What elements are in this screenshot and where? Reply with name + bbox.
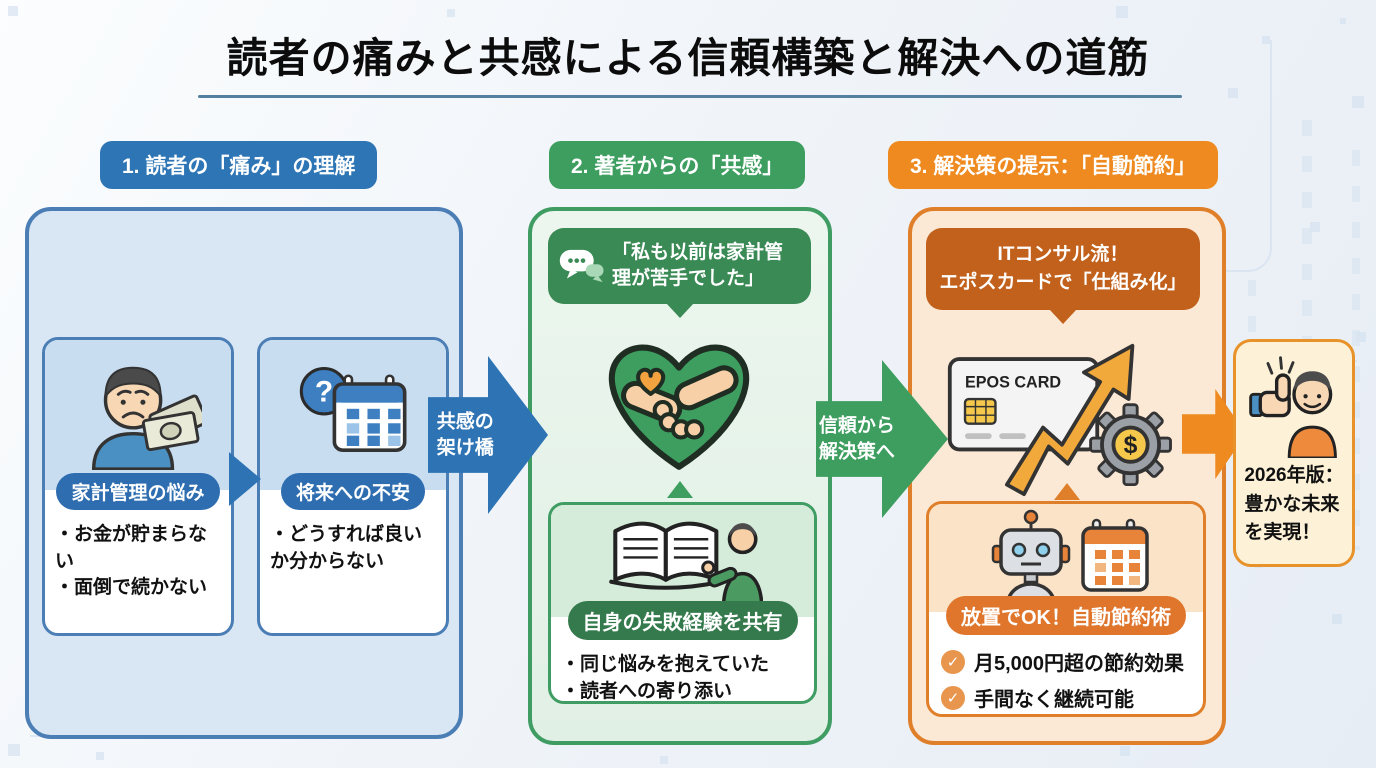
section-header-empathy: 2. 著者からの「共感」 (549, 141, 806, 189)
check-item: 手間なく継続可能 (941, 683, 1195, 712)
bullet-list: ・お金が貯まらない ・面倒で続かない (45, 510, 231, 602)
title-underline (198, 95, 1182, 98)
bullet-item: ・どうすれば良いか分からない (270, 524, 423, 572)
section-header-solution: 3. 解決策の提示：「自動節約」 (888, 141, 1218, 189)
badge-share-failure: 自身の失敗経験を共有 (567, 601, 798, 640)
check-text: 月5,000円超の節約効果 (974, 653, 1185, 675)
author-quote-text: 「私も以前は家計管理が苦手でした」 (612, 242, 784, 289)
panel-pain: 家計管理の悩み ・お金が貯まらない ・面倒で続かない ? (25, 207, 463, 739)
deco-square (8, 6, 18, 16)
bullet-item: ・同じ悩みを抱えていた (561, 654, 770, 675)
badge-household-worry: 家計管理の悩み (56, 473, 220, 510)
deco-square (1352, 96, 1364, 108)
arrow-empathy-bridge: 共感の 架け橋 (428, 356, 548, 514)
card-share-failure: 自身の失敗経験を共有 ・同じ悩みを抱えていた ・読者への寄り添い (548, 502, 817, 704)
badge-auto-saving: 放置でOK！自動節約術 (946, 596, 1186, 635)
it-consultant-callout: ITコンサル流！ エポスカードで「仕組み化」 (926, 228, 1200, 310)
deco-square (8, 744, 20, 756)
check-icon (941, 649, 965, 674)
deco-square (1120, 746, 1130, 756)
result-card: 2026年版： 豊かな未来 を実現！ (1233, 339, 1355, 567)
deco-square (1116, 6, 1128, 18)
arrow-label: 信頼から 解決策へ (818, 415, 895, 462)
svg-text:?: ? (315, 376, 333, 409)
panel-empathy: 「私も以前は家計管理が苦手でした」 (528, 207, 832, 745)
card-auto-saving: 放置でOK！自動節約術 月5,000円超の節約効果 手間なく継続可能 (926, 501, 1206, 717)
deco-square (1332, 614, 1342, 624)
epos-card-growth-gear-icon: EPOS CARD (938, 321, 1188, 497)
arrow-label: 共感の 架け橋 (436, 411, 494, 458)
deco-square (1228, 88, 1238, 98)
check-icon (941, 685, 965, 710)
worried-person-money-icon (45, 340, 231, 490)
dollar-symbol: $ (1124, 432, 1138, 459)
callout-line2: エポスカードで「仕組み化」 (939, 272, 1187, 293)
question-calendar-icon: ? (260, 340, 446, 490)
check-list: 月5,000円超の節約効果 手間なく継続可能 (929, 635, 1203, 714)
bullet-item: ・面倒で続かない (55, 577, 208, 599)
epos-card-brand: EPOS CARD (965, 374, 1061, 392)
thumbs-up-person-icon (1241, 350, 1347, 458)
bullet-list: ・同じ悩みを抱えていた ・読者への寄り添い (551, 640, 814, 702)
deco-square (96, 752, 104, 760)
section-header-pain: 1. 読者の「痛み」の理解 (100, 141, 378, 189)
check-text: 手間なく継続可能 (974, 689, 1134, 711)
up-triangle-connector (1054, 483, 1080, 500)
heart-handshake-icon (598, 325, 760, 477)
card-household-worry: 家計管理の悩み ・お金が貯まらない ・面倒で続かない (42, 337, 234, 636)
deco-square (447, 9, 455, 17)
badge-future-anxiety: 将来への不安 (280, 473, 425, 510)
deco-square (1340, 18, 1346, 24)
check-item: 月5,000円超の節約効果 (941, 647, 1195, 676)
chat-bubbles-icon (558, 246, 608, 286)
bullet-item: ・お金が貯まらない (55, 524, 208, 572)
deco-square (1356, 332, 1366, 342)
author-quote-bubble: 「私も以前は家計管理が苦手でした」 (548, 228, 811, 304)
deco-square (660, 756, 668, 764)
deco-dotted-strip (1302, 120, 1312, 540)
callout-line1: ITコンサル流！ (997, 244, 1129, 266)
book-person-icon (551, 505, 814, 617)
robot-calendar-icon (929, 504, 1203, 612)
arrow-trust-to-solution: 信頼から 解決策へ (816, 360, 948, 518)
deco-dotted-strip (1352, 150, 1360, 550)
card-future-anxiety: ? 将来への不安 ・どうすれば良いか分からない (257, 337, 449, 636)
up-triangle-connector (667, 481, 693, 498)
panel-solution: ITコンサル流！ エポスカードで「仕組み化」 EPOS CARD (908, 207, 1226, 745)
page-title: 読者の痛みと共感による信頼構築と解決への道筋 (226, 35, 1150, 81)
bullet-item: ・読者への寄り添い (561, 680, 733, 702)
result-text: 2026年版： 豊かな未来 を実現！ (1244, 465, 1344, 543)
deco-square (1310, 222, 1320, 232)
bullet-list: ・どうすれば良いか分からない (260, 510, 446, 575)
small-right-arrow (229, 452, 261, 506)
